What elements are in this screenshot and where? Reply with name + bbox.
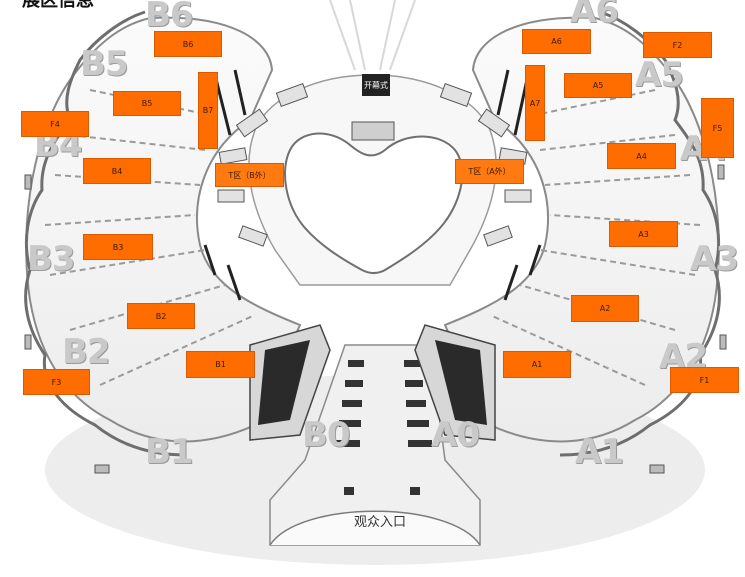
zone-tag-a5[interactable]: A5 bbox=[564, 73, 632, 98]
hall-label-b0: B0 bbox=[302, 415, 351, 455]
hall-label-b6: B6 bbox=[145, 0, 194, 35]
zone-tag-a6[interactable]: A6 bbox=[522, 29, 591, 54]
zone-tag-b7[interactable]: B7 bbox=[198, 72, 218, 149]
zone-tag-a2[interactable]: A2 bbox=[571, 295, 639, 322]
zone-tag-f4[interactable]: F4 bbox=[21, 111, 89, 137]
zone-tag-f3[interactable]: F3 bbox=[23, 369, 90, 395]
zone-tag-t-a-outer[interactable]: T区（A外） bbox=[455, 159, 524, 184]
zone-tag-a3[interactable]: A3 bbox=[609, 221, 678, 247]
inner-booths bbox=[217, 82, 532, 247]
hall-label-a6: A6 bbox=[570, 0, 619, 31]
visitor-entrance-label: 观众入口 bbox=[353, 515, 406, 530]
zone-tag-b3[interactable]: B3 bbox=[83, 234, 153, 260]
zone-tag-f5[interactable]: F5 bbox=[701, 98, 734, 158]
opening-ceremony-sign: 开幕式 bbox=[362, 74, 390, 96]
page-title: 展区信息 bbox=[22, 0, 94, 11]
hall-label-b3: B3 bbox=[27, 239, 76, 279]
hall-label-b2: B2 bbox=[62, 332, 111, 372]
zone-tag-f1[interactable]: F1 bbox=[670, 367, 739, 393]
inner-void bbox=[284, 132, 464, 274]
zone-tag-a7[interactable]: A7 bbox=[525, 65, 545, 141]
zone-tag-a4[interactable]: A4 bbox=[607, 143, 676, 169]
entrance-arch bbox=[269, 510, 481, 546]
zone-tag-f2[interactable]: F2 bbox=[643, 32, 712, 58]
corridor-stairs bbox=[336, 360, 432, 495]
zone-tag-b6[interactable]: B6 bbox=[154, 31, 222, 57]
zone-tag-a1[interactable]: A1 bbox=[503, 351, 571, 378]
hall-label-b1: B1 bbox=[145, 432, 194, 472]
door-markers bbox=[24, 164, 727, 474]
zone-tag-t-b-outer[interactable]: T区（B外） bbox=[215, 163, 284, 187]
zone-tag-b5[interactable]: B5 bbox=[113, 91, 181, 116]
hall-label-a3: A3 bbox=[690, 239, 739, 279]
left-wing-outer-wall bbox=[24, 10, 186, 457]
hall-label-a5: A5 bbox=[635, 55, 684, 95]
right-wing-outer-wall bbox=[559, 10, 721, 457]
hall-label-a0: A0 bbox=[431, 415, 480, 455]
zone-tag-b1[interactable]: B1 bbox=[186, 351, 255, 378]
top-rays bbox=[329, 0, 416, 71]
zone-tag-b2[interactable]: B2 bbox=[127, 303, 195, 329]
hall-label-a1: A1 bbox=[575, 432, 624, 472]
hall-label-b5: B5 bbox=[80, 44, 129, 84]
zone-tag-b4[interactable]: B4 bbox=[83, 158, 151, 184]
side-pavilions bbox=[249, 324, 496, 441]
